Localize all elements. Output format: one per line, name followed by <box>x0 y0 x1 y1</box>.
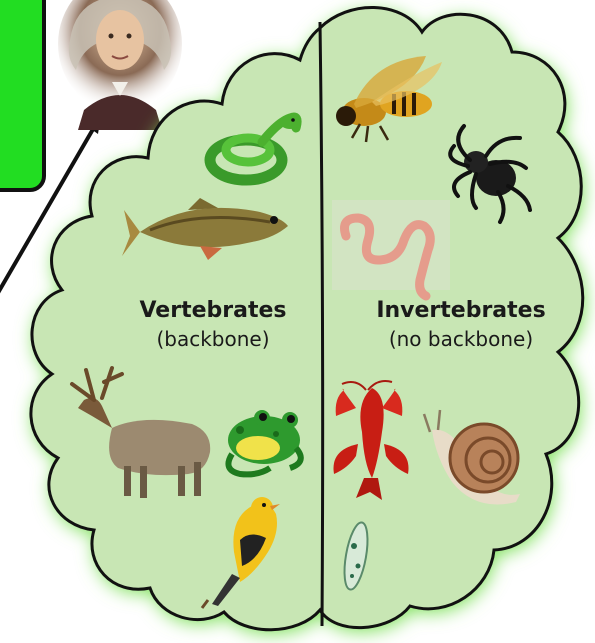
portrait-image <box>58 0 182 130</box>
vertebrates-subheading: (backbone) <box>108 325 318 353</box>
callout-box <box>0 0 44 190</box>
vertebrates-label: Vertebrates (backbone) <box>108 297 318 353</box>
invertebrates-heading: Invertebrates <box>336 297 586 325</box>
worm-icon <box>332 200 450 296</box>
invertebrates-label: Invertebrates (no backbone) <box>336 297 586 353</box>
invertebrates-subheading: (no backbone) <box>336 325 586 353</box>
vertebrates-heading: Vertebrates <box>108 297 318 325</box>
